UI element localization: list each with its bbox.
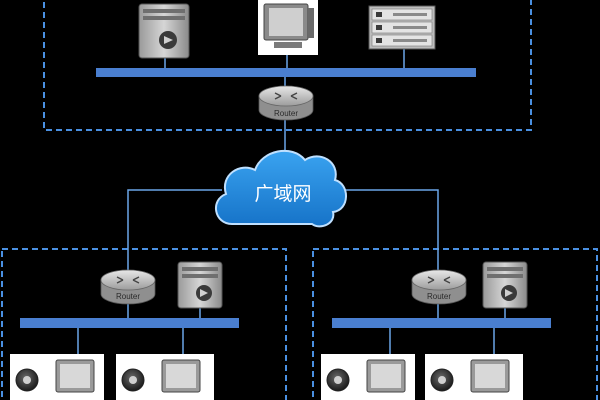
pc-monitor-icon [470,359,510,393]
router-icon [427,276,451,284]
workstation-right-1 [321,354,415,400]
top-network-bus [96,68,476,77]
router-left-label: Router [116,292,140,301]
right-site-boundary [312,248,598,400]
wan-cloud: 广域网 [215,150,347,228]
pc-monitor-icon [161,359,201,393]
top-site-boundary [43,0,532,131]
left-site-boundary [1,248,287,400]
router-right: Router [411,269,467,305]
left-network-bus [20,318,239,328]
router-top-label: Router [274,109,298,118]
tower-server-icon [482,261,528,309]
crt-monitor-icon [258,0,318,55]
pc-monitor-icon [55,359,95,393]
network-links [77,48,506,360]
workstation-left-2 [116,354,214,400]
workstation-right-2 [425,354,523,400]
tower-server-icon [138,3,190,59]
router-icon [274,92,298,100]
router-right-label: Router [427,292,451,301]
router-top: Router [258,85,314,121]
right-network-bus [332,318,551,328]
cloud-label: 广域网 [254,183,311,205]
workstation-left-1 [10,354,104,400]
rack-server-icon [368,5,436,50]
tower-server-icon [177,261,223,309]
cloud-icon [215,150,347,228]
pc-monitor-icon [366,359,406,393]
router-icon [116,276,140,284]
router-left: Router [100,269,156,305]
